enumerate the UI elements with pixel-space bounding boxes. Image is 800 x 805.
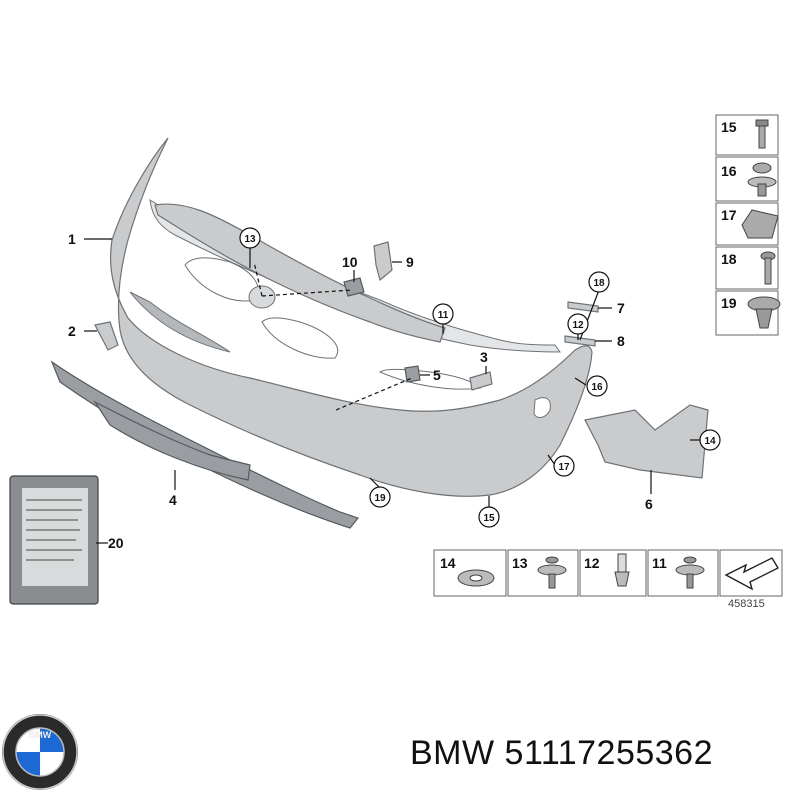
repair-kit-bag-part [9, 475, 99, 605]
air-duct-part [584, 404, 709, 479]
callout-13: 13 [244, 234, 256, 245]
fastener-side-panel: 15 16 17 18 19 [715, 114, 781, 336]
dashed-leader-a [253, 261, 263, 297]
diagram-id-label: 458315 [728, 598, 765, 610]
trim-8-part [564, 335, 596, 347]
pin-12-icon [614, 553, 630, 587]
expanding-rivet-19-icon [747, 296, 781, 329]
bottom-panel-label-14: 14 [440, 555, 456, 571]
leader-19 [369, 477, 381, 489]
bracket-3-part [469, 371, 493, 391]
callout-8: 8 [617, 333, 625, 349]
washer-screw-11-icon [675, 556, 705, 589]
bottom-panel-label-13: 13 [512, 555, 528, 571]
callout-11: 11 [438, 310, 449, 321]
callout-15-circle: 15 [478, 506, 500, 528]
screw-18-icon [760, 251, 776, 285]
bracket-5-part [404, 365, 421, 383]
callout-16: 16 [591, 382, 603, 393]
bracket-10-part [343, 277, 365, 297]
callout-17: 17 [558, 462, 570, 473]
callout-9: 9 [406, 254, 414, 270]
callout-20: 20 [108, 535, 124, 551]
callout-18: 18 [593, 278, 605, 289]
callout-5: 5 [433, 367, 441, 383]
callout-2: 2 [68, 323, 76, 339]
callout-13-circle: 13 [239, 227, 261, 249]
bracket-9-part [373, 241, 393, 282]
callout-12: 12 [572, 320, 584, 331]
callout-1: 1 [68, 231, 76, 247]
callout-15: 15 [483, 513, 495, 524]
trim-7-part [567, 301, 599, 313]
callout-19-circle: 19 [369, 486, 391, 508]
lower-grille-part [50, 360, 360, 529]
bmw-logo-icon: BMW [2, 714, 78, 790]
callout-4: 4 [169, 492, 177, 508]
leader-16 [574, 377, 587, 386]
callout-7: 7 [617, 300, 625, 316]
washer-screw-13-icon [537, 556, 567, 589]
callout-14-circle: 14 [699, 429, 721, 451]
screw-15-icon [755, 119, 769, 149]
callout-12-circle: 12 [567, 313, 589, 335]
side-panel-label-17: 17 [721, 207, 737, 223]
callout-16-circle: 16 [586, 375, 608, 397]
side-panel-label-19: 19 [721, 295, 737, 311]
bumper-cover-part [109, 137, 593, 497]
washer-14-icon [457, 569, 495, 587]
part-number-caption: BMW 51117255362 [410, 734, 713, 772]
tow-hook-cover-part [94, 321, 119, 351]
side-panel-label-16: 16 [721, 163, 737, 179]
callout-18-circle: 18 [588, 271, 610, 293]
logo-letters: BMW [29, 730, 52, 740]
callout-17-circle: 17 [553, 455, 575, 477]
callout-6: 6 [645, 496, 653, 512]
dashed-leader-b [261, 289, 353, 297]
bottom-panel-label-11: 11 [652, 555, 667, 571]
clip-nut-17-icon [741, 209, 779, 239]
side-panel-label-18: 18 [721, 251, 737, 267]
callout-19: 19 [374, 493, 386, 504]
callout-14: 14 [704, 436, 716, 447]
bottom-panel-label-12: 12 [584, 555, 600, 571]
callout-11-circle: 11 [432, 303, 454, 325]
fastener-bottom-panel: 14 13 12 11 [433, 549, 783, 597]
callout-3: 3 [480, 349, 488, 365]
collar-screw-16-icon [747, 162, 777, 197]
callout-10: 10 [342, 254, 358, 270]
direction-arrow-icon [724, 557, 779, 591]
side-panel-label-15: 15 [721, 119, 737, 135]
